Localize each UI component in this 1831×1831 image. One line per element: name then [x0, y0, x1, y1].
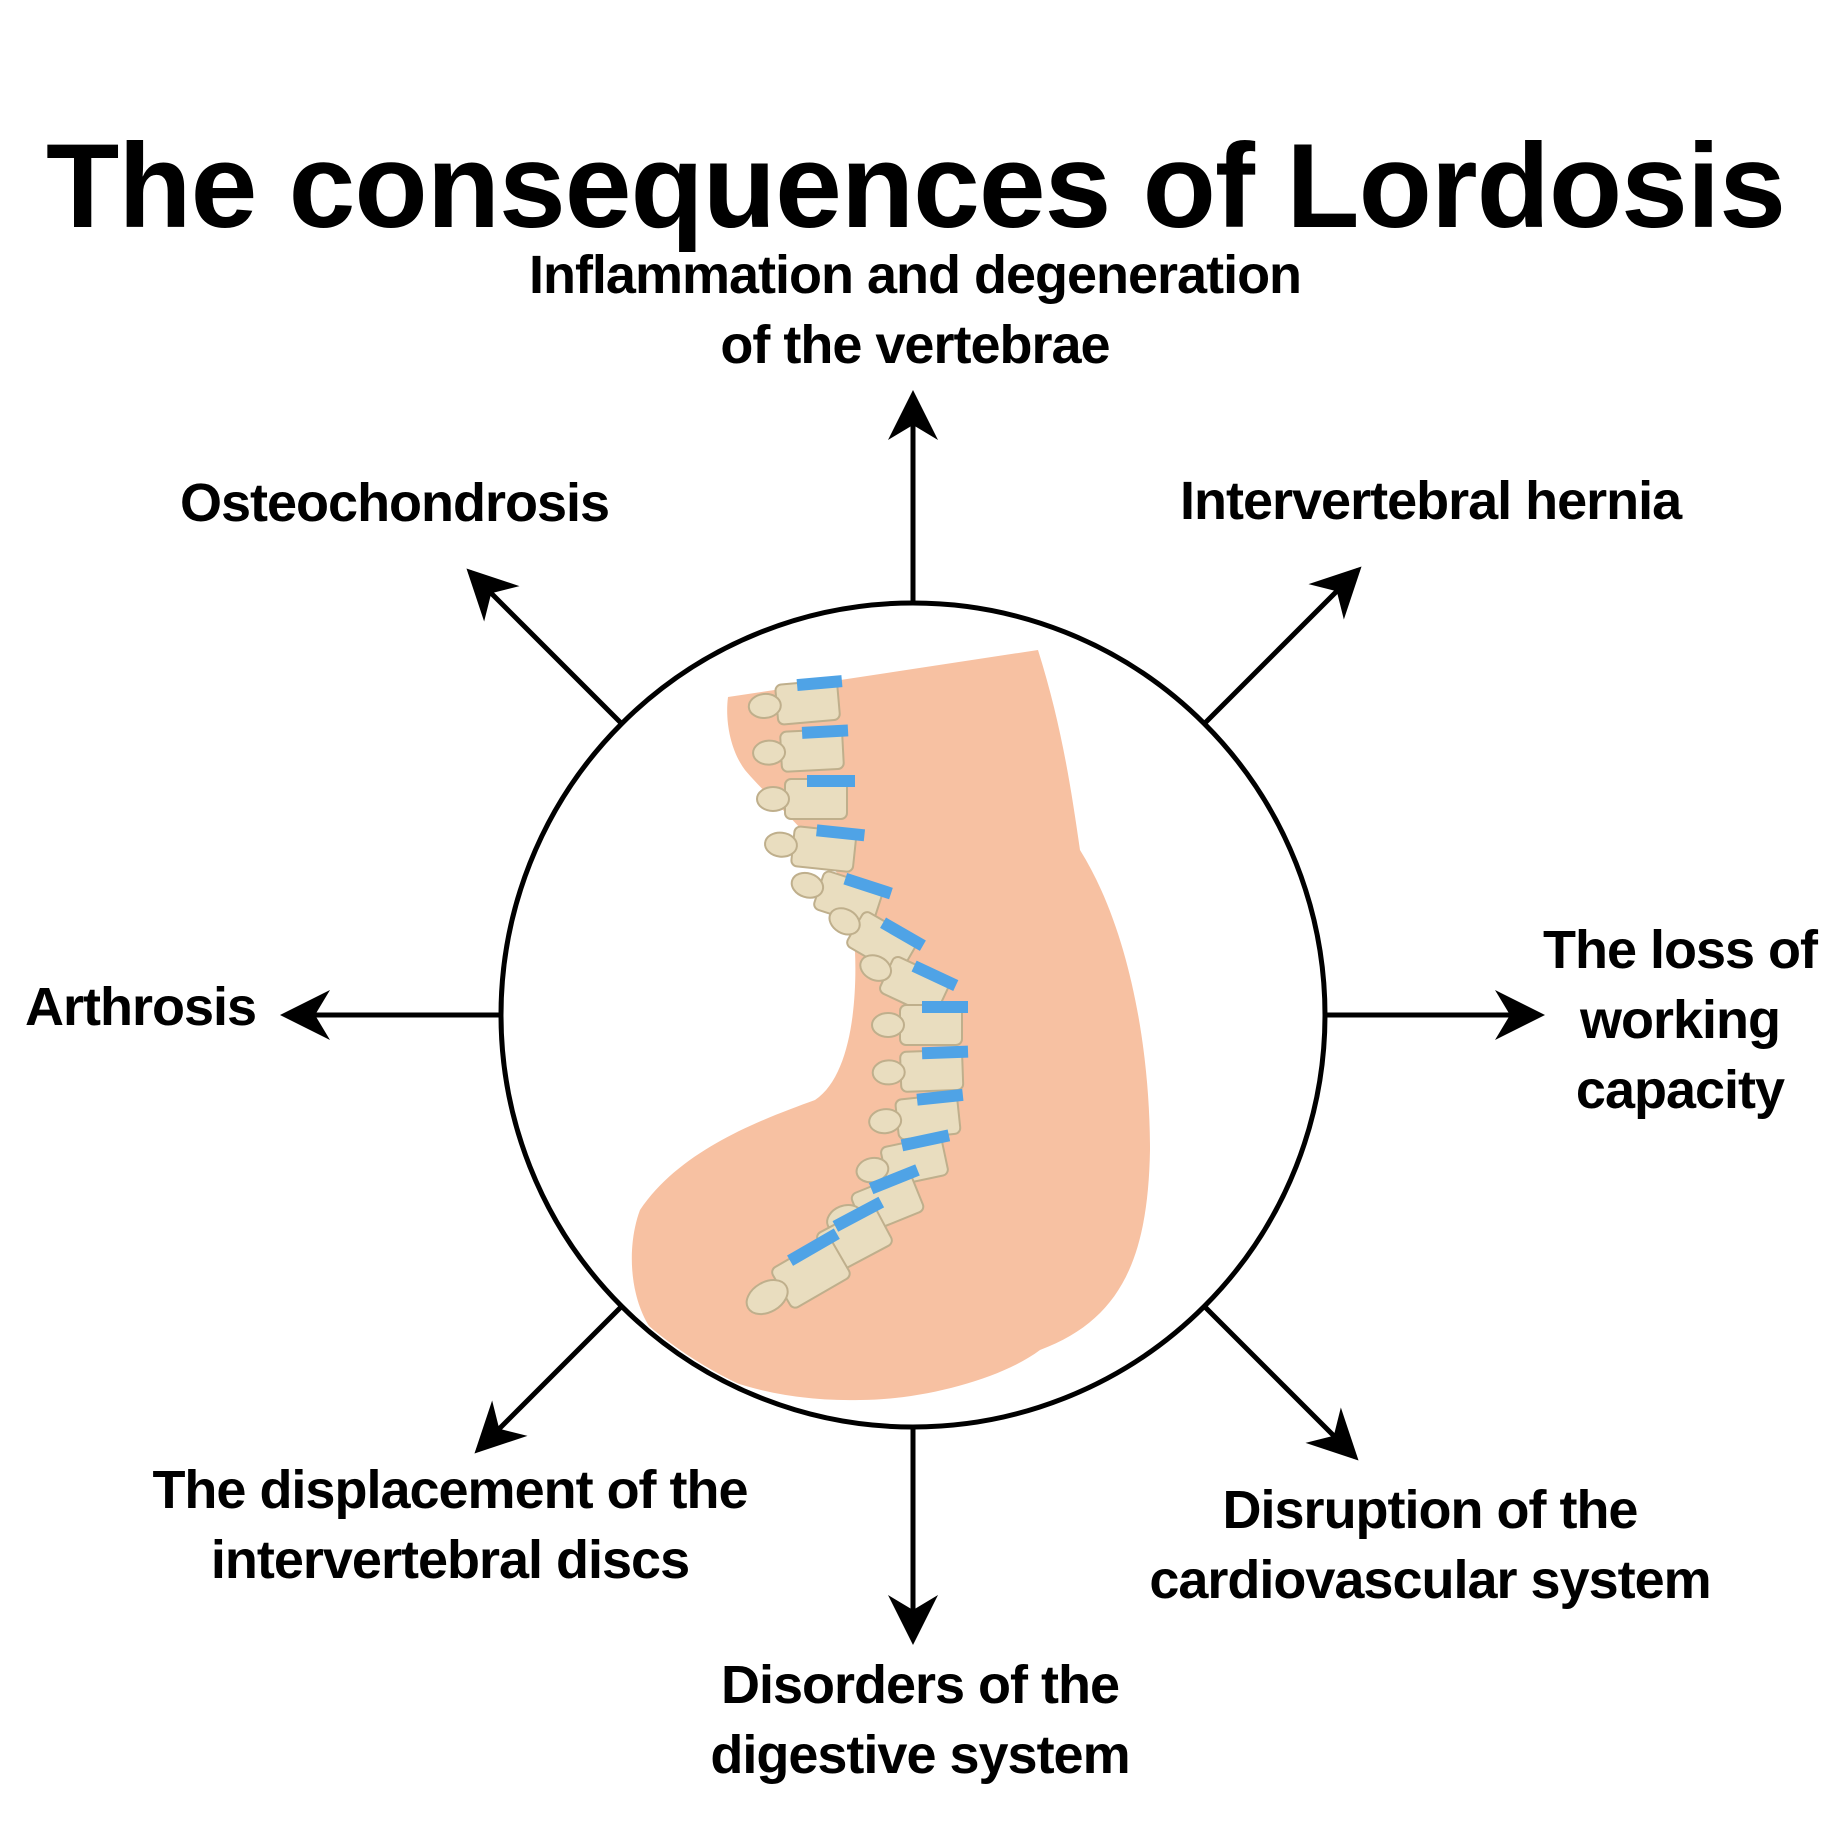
- arrow-top-left: [466, 568, 623, 725]
- consequence-top-right: Intervertebral hernia: [1180, 471, 1682, 531]
- consequence-top-left: Osteochondrosis: [180, 473, 610, 533]
- consequence-right: The loss of working capacity: [1542, 920, 1818, 1120]
- consequence-top: Inflammation and degeneration of the ver…: [528, 245, 1302, 375]
- consequence-bottom: Disorders of the digestive system: [710, 1655, 1130, 1785]
- consequence-bottom-left: The displacement of the intervertebral d…: [152, 1460, 748, 1590]
- arrow-bottom-left: [474, 1305, 623, 1454]
- consequence-bottom-right: Disruption of the cardiovascular system: [1149, 1480, 1711, 1610]
- arrow-top-right: [1203, 566, 1362, 725]
- arrow-bottom-right: [1203, 1305, 1359, 1461]
- vertebrae-column: [745, 675, 969, 1316]
- page-title: The consequences of Lordosis: [45, 119, 1786, 254]
- spine-illustration: [631, 650, 1150, 1401]
- consequence-left: Arthrosis: [25, 977, 257, 1037]
